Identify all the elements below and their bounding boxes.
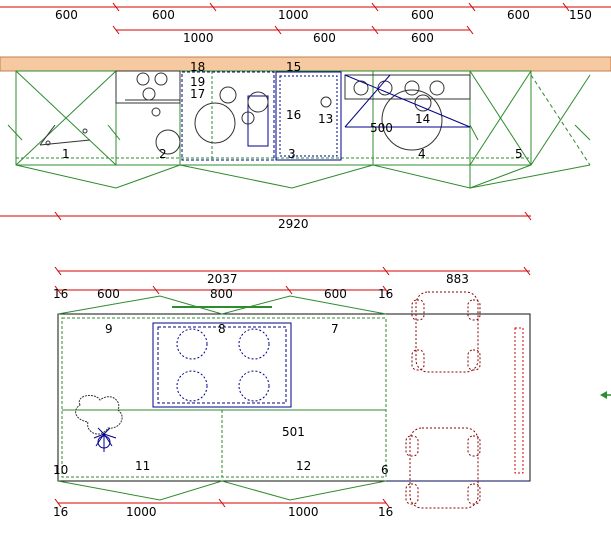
dim-2920: 2920 <box>278 217 309 231</box>
dim-600-c: 600 <box>411 8 434 22</box>
plant-decoration <box>75 394 123 452</box>
cabinet-1-details <box>39 124 91 146</box>
dim-600-h: 600 <box>324 287 347 301</box>
cabinet-label-3: 3 <box>288 147 296 161</box>
arrow-left-icon <box>600 391 611 399</box>
overall-dimension <box>0 211 532 221</box>
label-500: 500 <box>370 121 393 135</box>
island-label-10: 10 <box>53 463 68 477</box>
top-dimension-row-2 <box>112 25 474 35</box>
island-label-7: 7 <box>331 322 339 336</box>
dim-600-f: 600 <box>411 31 434 45</box>
base-cabinet-run <box>7 70 591 189</box>
label-15: 15 <box>286 60 301 74</box>
cabinet-4-hob <box>344 74 471 151</box>
dim-1000-d: 1000 <box>288 505 319 519</box>
dim-2037: 2037 <box>207 272 238 286</box>
dim-800: 800 <box>210 287 233 301</box>
dim-16-b: 16 <box>378 287 393 301</box>
sink-appliance-area <box>181 71 342 161</box>
dim-883: 883 <box>446 272 469 286</box>
island-label-12: 12 <box>296 459 311 473</box>
island-label-501: 501 <box>282 425 305 439</box>
island-label-6: 6 <box>381 463 389 477</box>
label-13: 13 <box>318 112 333 126</box>
dim-1000-c: 1000 <box>126 505 157 519</box>
island-body <box>57 295 531 501</box>
cabinet-2-details <box>115 70 181 155</box>
dim-600-g: 600 <box>97 287 120 301</box>
dim-600-e: 600 <box>313 31 336 45</box>
dim-16-c: 16 <box>53 505 68 519</box>
dim-16-a: 16 <box>53 287 68 301</box>
top-dimension-row-1 <box>0 2 611 12</box>
dim-600-a: 600 <box>55 8 78 22</box>
label-14: 14 <box>415 112 430 126</box>
dim-600-d: 600 <box>507 8 530 22</box>
cabinet-label-5: 5 <box>515 147 523 161</box>
dim-1000-a: 1000 <box>278 8 309 22</box>
island-label-9: 9 <box>105 322 113 336</box>
island-label-8: 8 <box>218 322 226 336</box>
cabinet-label-1: 1 <box>62 147 70 161</box>
dim-600-b: 600 <box>152 8 175 22</box>
cabinet-label-2: 2 <box>159 147 167 161</box>
dim-150: 150 <box>569 8 592 22</box>
dim-16-d: 16 <box>378 505 393 519</box>
island-hob <box>152 322 292 408</box>
label-16: 16 <box>286 108 301 122</box>
cabinet-label-4: 4 <box>418 147 426 161</box>
countertop-strip <box>0 56 611 72</box>
bar-stools <box>405 291 481 509</box>
island-label-11: 11 <box>135 459 150 473</box>
label-18: 18 <box>190 60 205 74</box>
dim-1000-b: 1000 <box>183 31 214 45</box>
island-dimension-bottom <box>54 498 390 508</box>
label-19: 19 <box>190 75 205 89</box>
island-dimension-top <box>54 266 531 295</box>
label-17: 17 <box>190 87 205 101</box>
